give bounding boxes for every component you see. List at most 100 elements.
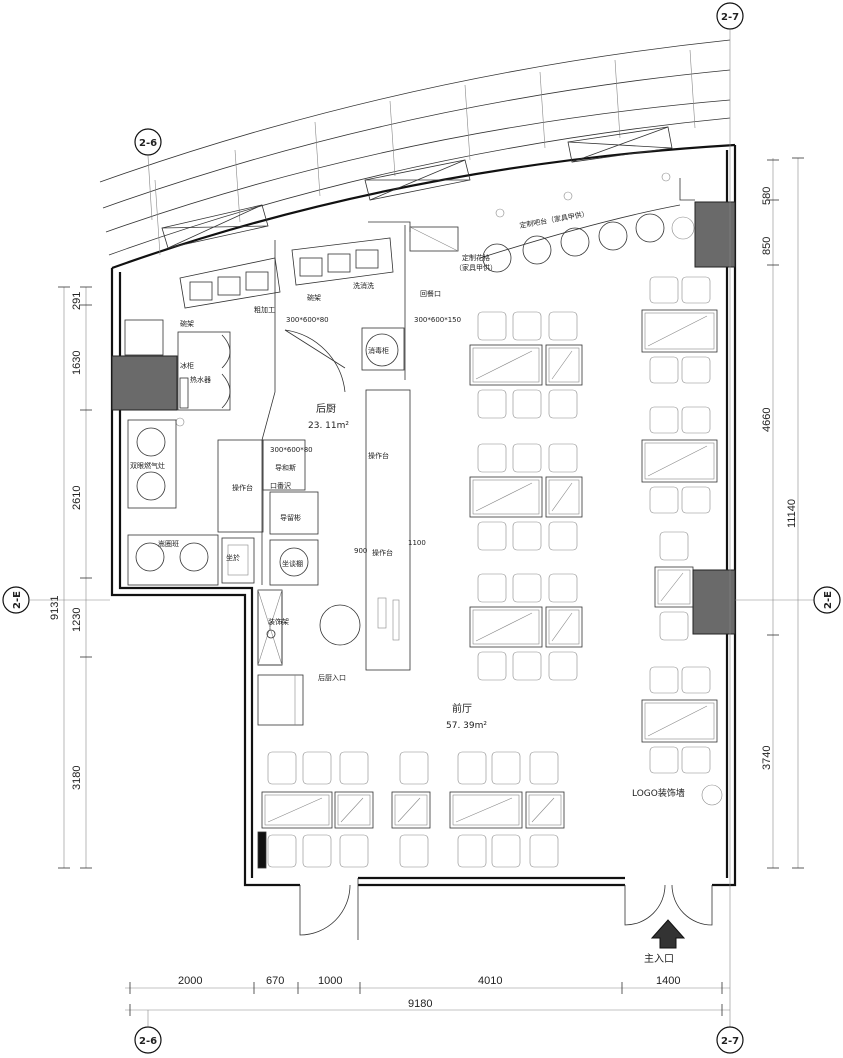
table-top bbox=[641, 699, 718, 743]
mirror-label-2: 口番沢 bbox=[270, 481, 291, 490]
cabinet-bottom bbox=[257, 674, 304, 726]
kitchen-partition bbox=[257, 221, 411, 666]
window-2 bbox=[364, 159, 471, 201]
table-hatch bbox=[647, 315, 708, 347]
logo-wall-label: LOGO装饰墙 bbox=[632, 787, 685, 799]
mirror-label-6: 坐於 bbox=[226, 553, 240, 562]
column-right bbox=[692, 569, 736, 635]
dining-table-45 bbox=[391, 791, 431, 829]
size-label-3: 300*600*80 bbox=[270, 446, 313, 454]
dim-right-total: 11140 bbox=[786, 499, 798, 528]
dining-table-43 bbox=[261, 791, 333, 829]
dining-table-10 bbox=[545, 476, 583, 518]
chair-56 bbox=[457, 751, 487, 785]
bar-area bbox=[479, 172, 736, 273]
table-hatch bbox=[340, 797, 364, 823]
chair-12 bbox=[477, 521, 507, 551]
dining-tables bbox=[261, 276, 718, 868]
chair-36 bbox=[649, 666, 679, 694]
chair-13 bbox=[512, 443, 542, 473]
wash-sinks bbox=[291, 237, 394, 286]
table-glass bbox=[644, 702, 715, 740]
chair-57 bbox=[457, 834, 487, 868]
bottom-stove bbox=[127, 534, 219, 586]
table-glass bbox=[548, 479, 580, 515]
chair-60 bbox=[529, 751, 559, 785]
dining-table-40 bbox=[654, 566, 694, 608]
dim-bottom-4: 1400 bbox=[656, 975, 680, 987]
dining-table-1 bbox=[469, 344, 543, 386]
table-hatch bbox=[551, 612, 573, 642]
chair-39 bbox=[681, 746, 711, 774]
chair-50 bbox=[302, 751, 332, 785]
dim-bottom-0: 2000 bbox=[178, 975, 202, 987]
dining-table-44 bbox=[334, 791, 374, 829]
table-top bbox=[545, 344, 583, 386]
dim-left-0: 291 bbox=[71, 292, 83, 310]
custom-bar-label: 定制吧台（家具甲供） bbox=[519, 209, 589, 230]
table-top bbox=[469, 344, 543, 386]
dim-bottom-3: 4010 bbox=[478, 975, 502, 987]
front-hall-name: 前厅 bbox=[452, 702, 472, 715]
mirror-label-3: 导留彬 bbox=[280, 513, 301, 522]
table-glass bbox=[472, 479, 540, 515]
chair-52 bbox=[339, 751, 369, 785]
dining-table-35 bbox=[641, 699, 718, 743]
fridge-label: 冰柜 bbox=[180, 361, 194, 370]
table-glass bbox=[472, 609, 540, 645]
chair-5 bbox=[512, 311, 542, 341]
chair-42 bbox=[659, 611, 689, 641]
table-top bbox=[545, 606, 583, 648]
outer-walls bbox=[110, 145, 737, 940]
chair-34 bbox=[681, 486, 711, 514]
chair-7 bbox=[548, 311, 578, 341]
table-glass bbox=[452, 794, 520, 826]
side-fixtures bbox=[221, 439, 319, 586]
chair-22 bbox=[512, 651, 542, 681]
table-glass bbox=[394, 794, 428, 826]
chair-61 bbox=[529, 834, 559, 868]
dim-left-total: 9131 bbox=[49, 596, 61, 620]
chair-8 bbox=[548, 389, 578, 419]
double-burner-stove bbox=[127, 419, 177, 509]
chair-24 bbox=[548, 651, 578, 681]
window-3 bbox=[567, 126, 673, 163]
chair-14 bbox=[512, 521, 542, 551]
dim-bottom-total: 9180 bbox=[408, 998, 432, 1010]
table-top bbox=[469, 476, 543, 518]
mirror-label-5: 嵩圈班 bbox=[158, 539, 179, 548]
main-entry-arrow-icon bbox=[650, 919, 686, 949]
custom-lattice-label-1: 定制花格 bbox=[462, 253, 490, 262]
table-top bbox=[449, 791, 523, 829]
chair-20 bbox=[477, 651, 507, 681]
work-table-label-3: 操作台 bbox=[372, 548, 393, 557]
kitchen-island bbox=[319, 389, 411, 671]
chair-53 bbox=[339, 834, 369, 868]
dim-right-1: 850 bbox=[761, 237, 773, 255]
custom-lattice-label-2: （家具甲供） bbox=[455, 263, 497, 272]
table-top bbox=[391, 791, 431, 829]
dining-table-46 bbox=[449, 791, 523, 829]
table-glass bbox=[644, 442, 715, 480]
entry-fixture bbox=[257, 831, 267, 869]
table-glass bbox=[528, 794, 562, 826]
dim-left-3: 1230 bbox=[71, 608, 83, 632]
grid-top-right: 2-7 bbox=[721, 12, 739, 23]
front-hall-area: 57. 39m² bbox=[446, 721, 487, 731]
table-top bbox=[654, 566, 694, 608]
dining-table-47 bbox=[525, 791, 565, 829]
chair-3 bbox=[477, 311, 507, 341]
room-labels: 后厨 23. 11m² 前厅 57. 39m² bbox=[308, 403, 487, 731]
table-hatch bbox=[475, 350, 533, 380]
grid-bottom-right: 2-7 bbox=[721, 1036, 739, 1047]
dim-left-4: 3180 bbox=[71, 766, 83, 790]
disinfect-cabinet-label: 消毒柜 bbox=[368, 346, 389, 355]
rough-process-sinks bbox=[179, 257, 281, 309]
fixture-labels: 定制吧台（家具甲供） 定制花格 （家具甲供） 回餐口 粗加工 碗架 洗消洗 碗架… bbox=[130, 209, 685, 965]
chair-15 bbox=[548, 443, 578, 473]
dim-bottom-1: 670 bbox=[266, 975, 284, 987]
chair-54 bbox=[399, 751, 429, 785]
dim-left-2: 2610 bbox=[71, 486, 83, 510]
table-hatch bbox=[647, 445, 708, 477]
